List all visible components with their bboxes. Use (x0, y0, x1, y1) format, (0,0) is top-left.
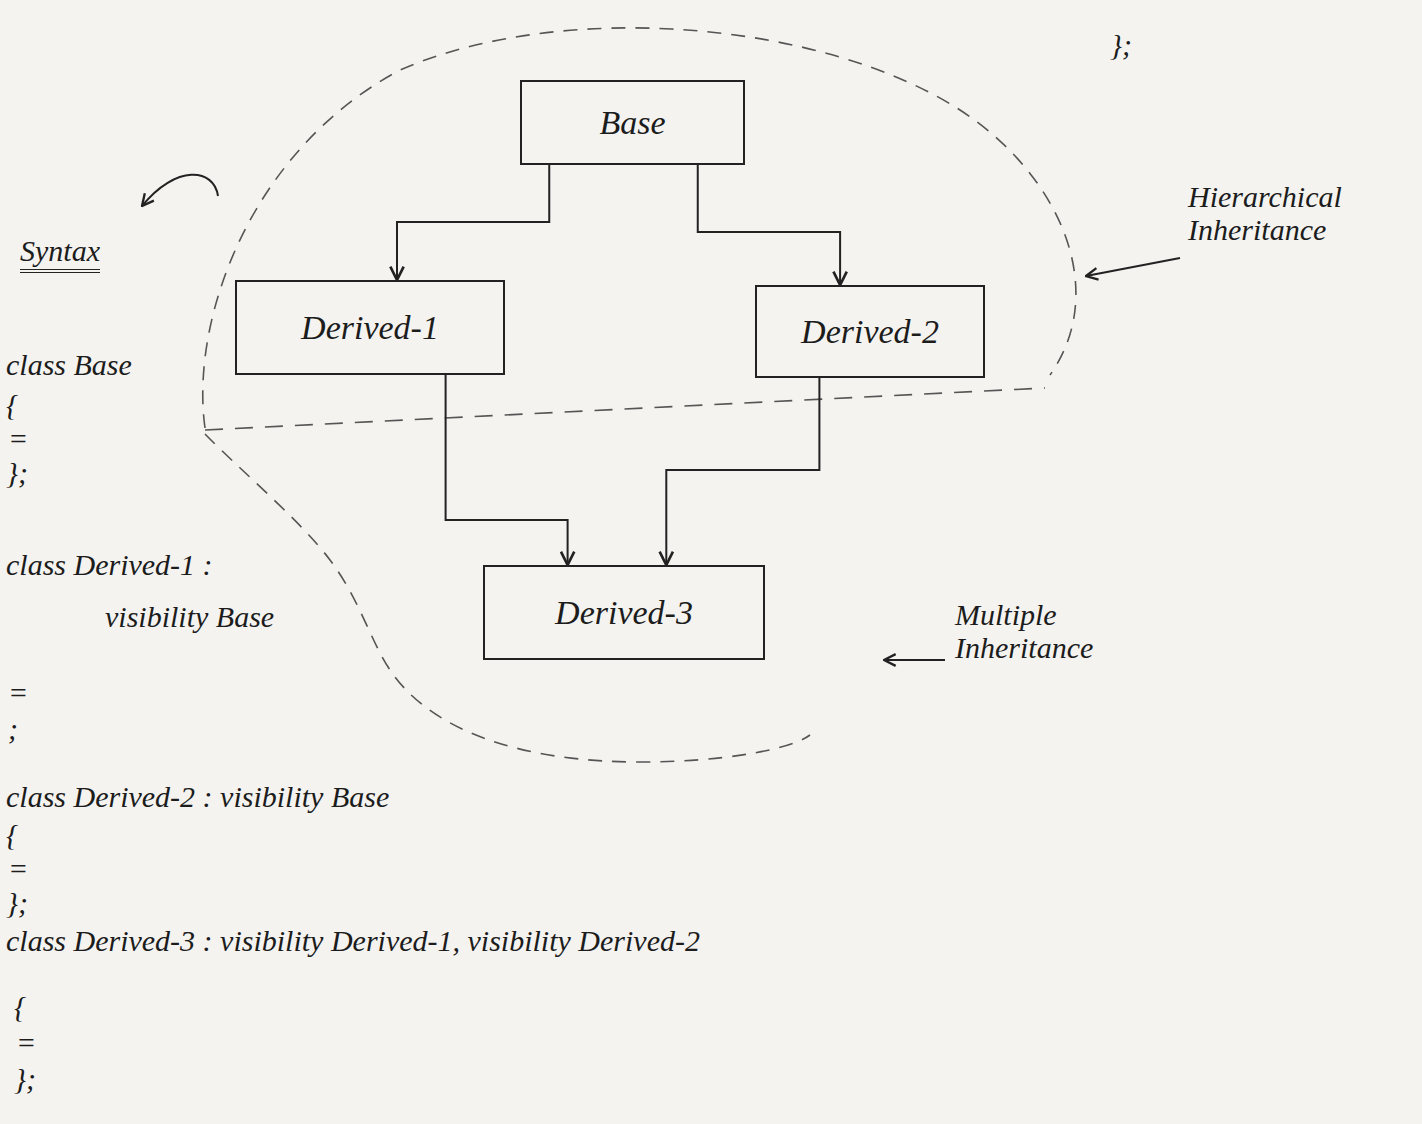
curved-arrow (142, 175, 218, 206)
code-line: visibility Base (105, 600, 274, 633)
multiple-region (205, 434, 810, 762)
code-line: = (8, 676, 28, 709)
heading-label: Syntax (20, 234, 100, 273)
class-box: Derived-2 (755, 285, 985, 378)
code-line: = (8, 422, 28, 455)
code-line: class Base (6, 348, 132, 381)
note-label: Hierarchical Inheritance (1188, 180, 1403, 246)
class-box: Base (520, 80, 745, 165)
class-name: Base (599, 104, 665, 141)
code-fragment: }; (1110, 28, 1132, 61)
code-line: = (8, 852, 28, 885)
inheritance-arrow (446, 375, 568, 565)
region-divider (205, 388, 1045, 430)
code-line: { (6, 388, 18, 421)
class-name: Derived-3 (555, 594, 693, 631)
leader-arrow (1086, 258, 1180, 276)
code-line: = (16, 1026, 36, 1059)
class-name: Derived-1 (301, 309, 439, 346)
code-line: ; (8, 712, 18, 745)
class-name: Derived-2 (801, 313, 939, 350)
class-box: Derived-1 (235, 280, 505, 375)
code-line: { (6, 818, 18, 851)
code-line: class Derived-2 : visibility Base (6, 780, 389, 813)
code-line: }; (14, 1062, 36, 1095)
code-line: { (14, 990, 26, 1023)
note-label: Multiple Inheritance (955, 598, 1170, 664)
inheritance-arrow (698, 165, 840, 285)
code-line: }; (6, 456, 28, 489)
inheritance-arrow (397, 165, 549, 280)
code-line: }; (6, 886, 28, 919)
hierarchical-region (203, 28, 1076, 428)
leader-arrow (884, 659, 945, 661)
inheritance-arrow (666, 378, 819, 565)
class-box: Derived-3 (483, 565, 765, 660)
code-line: class Derived-3 : visibility Derived-1, … (6, 924, 700, 957)
code-line: class Derived-1 : (6, 548, 213, 581)
